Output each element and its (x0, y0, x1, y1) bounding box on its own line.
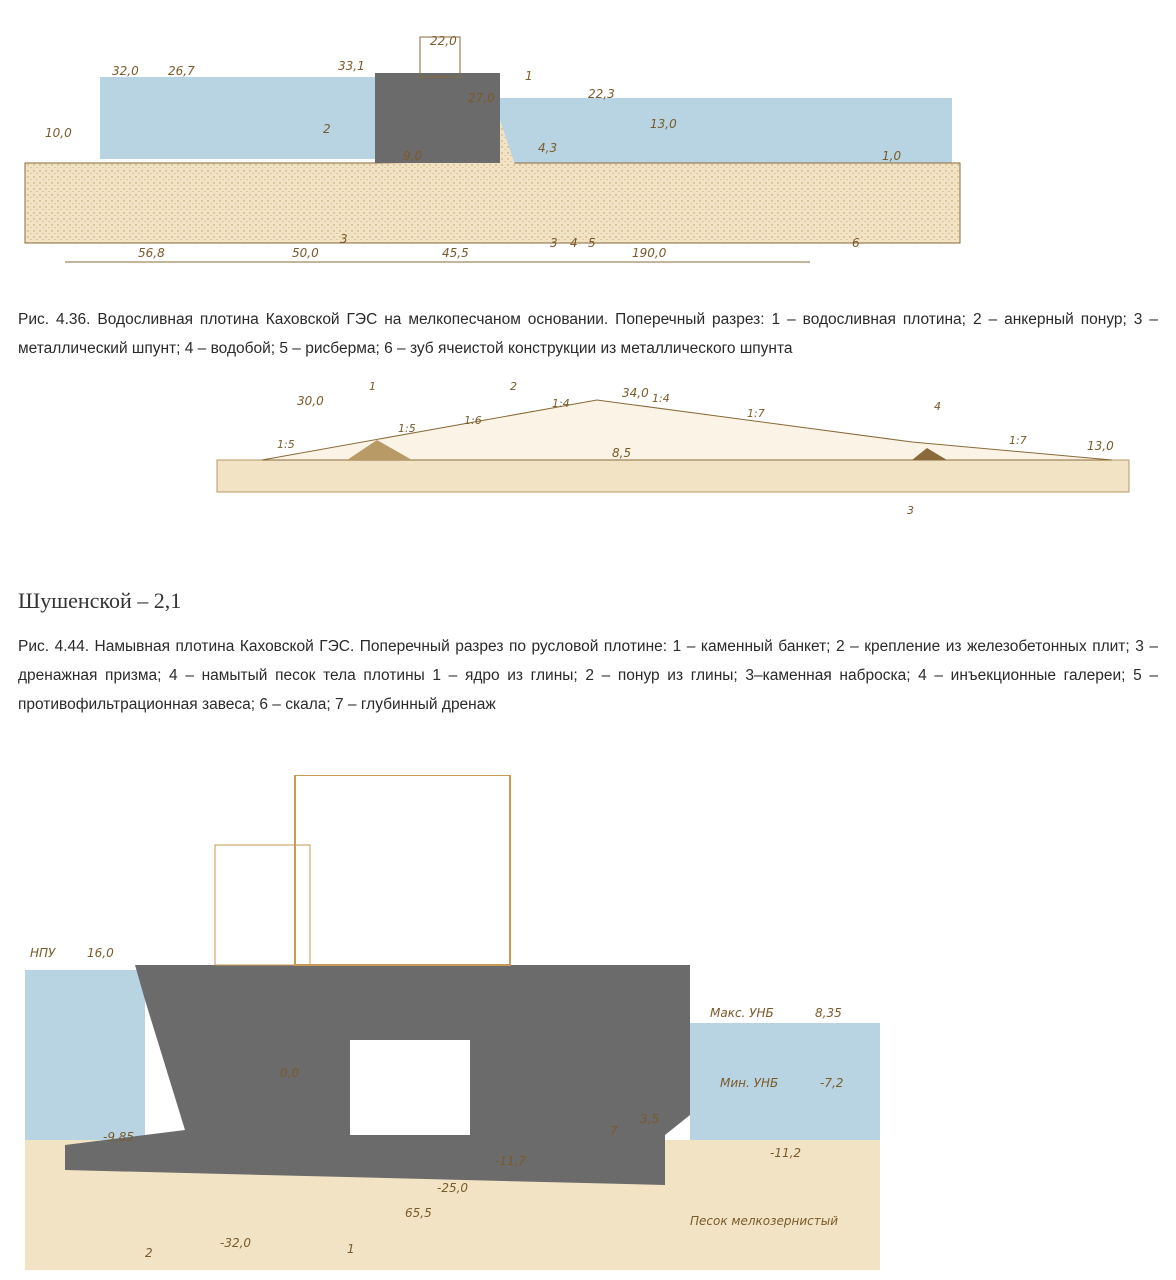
callout: 1 (347, 1242, 355, 1256)
dimension-labels: 56,8 50,0 45,5 190,0 (138, 246, 667, 260)
foundation-sand (24, 162, 961, 244)
level-label: Мин. УНБ (720, 1076, 778, 1090)
tailwater (690, 1023, 880, 1143)
callout: 7 (610, 1124, 618, 1138)
drain-prism (912, 448, 947, 460)
section-heading: Шушенской – 2,1 (18, 588, 182, 613)
level-label: НПУ (30, 946, 56, 960)
slope-labels: 1:5 1:5 1:6 1:4 1:4 1:7 1:7 (277, 392, 1027, 451)
slope: 1:6 (464, 414, 482, 427)
figure2-caption: Рис. 4.44. Намывная плотина Каховской ГЭ… (18, 638, 1158, 713)
stone-berm (347, 440, 412, 460)
dim-label: 56,8 (138, 246, 165, 260)
elev-label: -11,2 (770, 1146, 801, 1160)
elevation-labels: НПУ 16,0 Макс. УНБ 8,35 0,0 Мин. УНБ -7,… (30, 946, 843, 1260)
turbine-hall-frame (294, 775, 511, 966)
turbine-chamber (350, 1040, 470, 1135)
callout-labels: 1 2 3 4 (369, 380, 941, 517)
elev-label: 33,1 (338, 59, 365, 73)
dam-profile (261, 399, 1113, 461)
elev-label: -7,2 (820, 1076, 843, 1090)
slope: 1:7 (747, 407, 765, 420)
dim-label: 45,5 (442, 246, 469, 260)
callout: 3 (550, 236, 558, 250)
callout: 2 (323, 122, 331, 136)
elev-label: 13,0 (650, 117, 677, 131)
elev-label: 10,0 (45, 126, 72, 140)
elev-label: 0,0 (280, 1066, 299, 1080)
dam-tower (419, 36, 461, 78)
foundation (216, 459, 1130, 493)
elev-label: -32,0 (220, 1236, 251, 1250)
figure1-caption: Рис. 4.36. Водосливная плотина Каховской… (18, 311, 1158, 357)
callout-labels: 1 2 3 3 4 5 6 (323, 69, 860, 250)
callout: 6 (852, 236, 860, 250)
elev-label: 16,0 (87, 946, 114, 960)
callout: 5 (588, 236, 596, 250)
elev-label: 32,0 (112, 64, 139, 78)
elevation-labels: 32,0 26,7 33,1 22,0 27,0 22,3 13,0 10,0 … (45, 34, 901, 163)
elev-label: 1,0 (882, 149, 901, 163)
figure-spillway-dam: 32,0 26,7 33,1 22,0 27,0 22,3 13,0 10,0 … (24, 34, 961, 263)
dim-label: 65,5 (405, 1206, 432, 1220)
slope: 1:5 (398, 422, 416, 435)
elev-label: -9,85 (103, 1130, 134, 1144)
elev-label: 4,3 (538, 141, 557, 155)
callout: 2 (145, 1246, 153, 1260)
callout: 4 (934, 400, 941, 413)
elev-label: -25,0 (437, 1181, 468, 1195)
elev-label: 30,0 (297, 394, 324, 408)
slope: 1:4 (652, 392, 670, 405)
elev-label: 8,5 (612, 446, 631, 460)
callout: 3 (340, 232, 348, 246)
callout: 1 (369, 380, 376, 393)
elevation-labels: 30,0 34,0 8,5 13,0 (297, 386, 1114, 460)
elev-label: 26,7 (168, 64, 195, 78)
figure-powerhouse-section: НПУ 16,0 Макс. УНБ 8,35 0,0 Мин. УНБ -7,… (25, 775, 880, 1270)
callout: 1 (525, 69, 533, 83)
elev-label: 8,35 (815, 1006, 842, 1020)
slope: 1:5 (277, 438, 295, 451)
slope: 1:4 (552, 397, 570, 410)
dim-label: 50,0 (292, 246, 319, 260)
dim-label: 190,0 (632, 246, 667, 260)
crane-structure (214, 844, 311, 966)
elev-label: 34,0 (622, 386, 649, 400)
dam-body (375, 73, 500, 163)
elev-label: 22,0 (430, 34, 457, 48)
figure-earth-dam: 30,0 34,0 8,5 13,0 1:5 1:5 1:6 1:4 1:4 1… (216, 380, 1130, 517)
callout: 4 (570, 236, 578, 250)
sand-label: Песок мелкозернистый (690, 1214, 838, 1228)
callout: 3 (907, 504, 914, 517)
elev-label: 22,3 (588, 87, 615, 101)
elev-label: 27,0 (468, 91, 495, 105)
elev-label: 13,0 (1087, 439, 1114, 453)
headwater (25, 970, 145, 1140)
elev-label: 9,0 (403, 149, 422, 163)
upstream-water (100, 77, 380, 159)
callout: 2 (510, 380, 517, 393)
level-label: Макс. УНБ (710, 1006, 774, 1020)
downstream-water (500, 98, 952, 166)
callout: 3,5 (640, 1112, 659, 1126)
slope: 1:7 (1009, 434, 1027, 447)
elev-label: -11,7 (495, 1154, 526, 1168)
